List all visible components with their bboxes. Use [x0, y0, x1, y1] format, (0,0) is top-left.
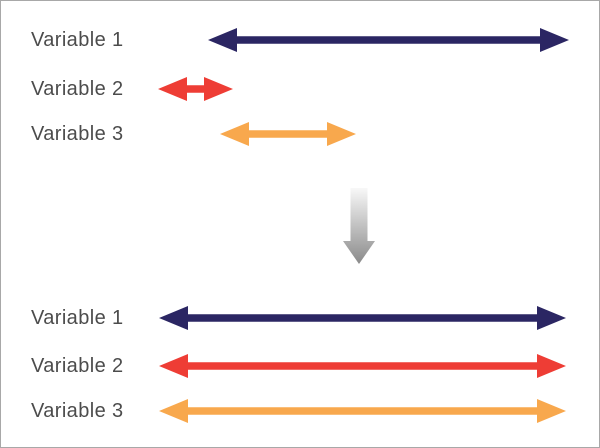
transform-down-arrow-icon	[343, 188, 375, 264]
range-arrow	[159, 354, 566, 378]
range-arrow	[159, 399, 566, 423]
variable-label: Variable 2	[31, 78, 124, 100]
variable-label: Variable 3	[31, 123, 124, 145]
range-arrow	[158, 77, 233, 101]
range-arrow	[159, 306, 566, 330]
range-arrow	[220, 122, 356, 146]
variable-label: Variable 1	[31, 307, 124, 329]
variable-label: Variable 1	[31, 29, 124, 51]
variable-label: Variable 3	[31, 400, 124, 422]
variable-label: Variable 2	[31, 355, 124, 377]
range-arrow	[208, 28, 569, 52]
